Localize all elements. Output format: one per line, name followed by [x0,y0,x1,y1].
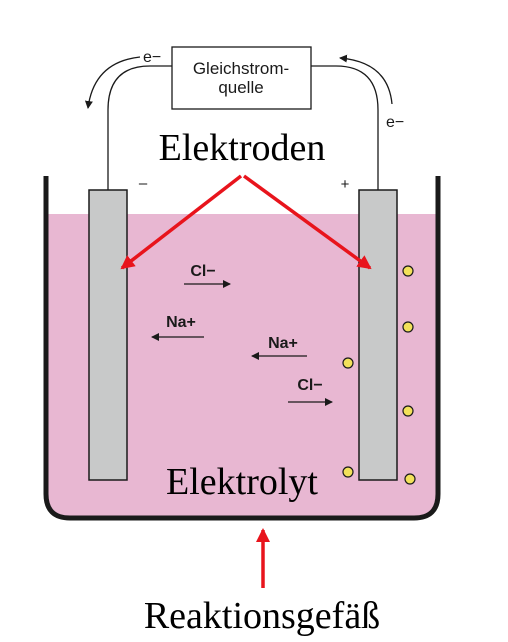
cathode-sign: – [139,175,148,192]
gas-bubbles [342,265,416,485]
electrodes-pointer-right [242,174,372,270]
electrodes-pointer-left [120,174,243,270]
gas-bubble [402,321,414,333]
cathode-electrode [88,189,128,481]
reaction-vessel [43,176,441,521]
electron-label-left: e− [143,49,161,66]
electrolyte-label: Elektrolyt [166,461,318,503]
ion-label-na-2: Na+ [268,335,298,352]
gas-bubble [342,357,354,369]
vessel-label: Reaktionsgefäß [144,595,380,637]
ion-label-cl-1: Cl− [190,263,215,280]
gas-bubble [402,265,414,277]
electron-label-right: e− [386,114,404,131]
wire-left [107,65,172,190]
ion-label-na-1: Na+ [166,314,196,331]
anode-electrode [358,189,398,481]
wire-right [311,65,379,190]
power-source-label-line1: Gleichstrom- [193,59,289,78]
ion-label-cl-2: Cl− [297,377,322,394]
power-source-label-line2: quelle [218,78,263,97]
power-source-box [171,46,312,110]
electron-flow-arrow-left [84,56,141,109]
electrolyte [46,214,438,518]
electrodes-label: Elektroden [159,127,326,169]
gas-bubble [404,473,416,485]
gas-bubble [402,405,414,417]
anode-sign: + [341,176,350,193]
gas-bubble [342,466,354,478]
electron-flow-arrow-right [339,54,393,105]
